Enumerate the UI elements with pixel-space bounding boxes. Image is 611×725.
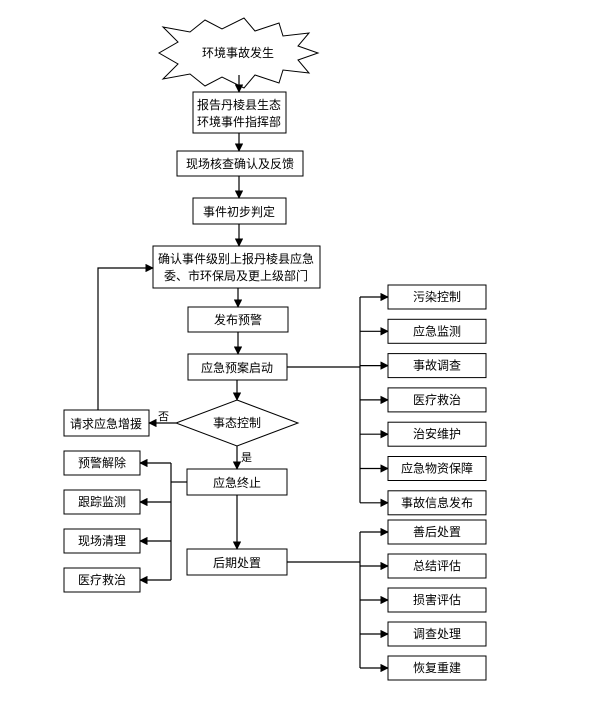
- response-action-label: 应急物资保障: [401, 461, 473, 476]
- aftermath-action-label: 总结评估: [413, 559, 461, 573]
- aftermath-action-5: 恢复重建: [387, 655, 487, 681]
- end-action-label: 医疗救治: [78, 572, 126, 587]
- report-node: 报告丹棱县生态 环境事件指挥部: [192, 91, 287, 134]
- warning-node: 发布预警: [187, 306, 289, 333]
- end-action-4: 医疗救治: [63, 567, 141, 593]
- response-action-label: 治安维护: [413, 426, 461, 441]
- end-action-label: 现场清理: [78, 534, 126, 548]
- plan-start-node: 应急预案启动: [187, 353, 288, 381]
- response-action-3: 事故调查: [387, 353, 487, 379]
- response-action-label: 医疗救治: [413, 392, 461, 407]
- judge-node: 事件初步判定: [192, 197, 287, 225]
- aftermath-action-label: 损害评估: [413, 592, 461, 607]
- end-action-1: 预警解除: [63, 450, 141, 476]
- control-node-label: 事态控制: [213, 416, 261, 430]
- warning-node-label: 发布预警: [214, 312, 262, 327]
- response-action-label: 应急监测: [413, 323, 461, 338]
- reinforce-node: 请求应急增援: [63, 409, 150, 437]
- end-node: 应急终止: [186, 468, 288, 496]
- response-action-2: 应急监测: [387, 318, 487, 344]
- response-action-label: 污染控制: [413, 289, 461, 304]
- response-action-4: 医疗救治: [387, 387, 487, 413]
- report-node-line1: 报告丹棱县生态: [197, 97, 281, 112]
- aftermath-action-label: 善后处置: [413, 524, 461, 539]
- aftermath-action-label: 恢复重建: [413, 661, 461, 675]
- end-action-2: 跟踪监测: [63, 489, 141, 515]
- verify-node-label: 现场核查确认及反馈: [186, 157, 294, 171]
- aftermath-node-label: 后期处置: [213, 556, 261, 570]
- no-label: 否: [158, 410, 169, 423]
- response-action-label: 事故信息发布: [401, 495, 473, 510]
- start-node-label: 环境事故发生: [202, 45, 274, 60]
- confirm-node-line1: 确认事件级别上报丹棱县应急: [158, 251, 314, 266]
- confirm-node: 确认事件级别上报丹棱县应急 委、市环保局及更上级部门: [152, 245, 321, 289]
- judge-node-label: 事件初步判定: [203, 204, 275, 219]
- confirm-node-line2: 委、市环保局及更上级部门: [164, 268, 308, 283]
- start-node: 环境事故发生: [158, 17, 320, 89]
- verify-node: 现场核查确认及反馈: [176, 150, 304, 177]
- aftermath-action-1: 善后处置: [387, 519, 487, 545]
- response-action-label: 事故调查: [413, 358, 461, 373]
- aftermath-action-label: 调查处理: [413, 627, 461, 641]
- end-action-label: 跟踪监测: [78, 495, 126, 509]
- aftermath-action-2: 总结评估: [387, 553, 487, 579]
- main-flow-connectors: [97, 75, 244, 550]
- aftermath-node: 后期处置: [186, 548, 288, 576]
- end-action-3: 现场清理: [63, 528, 141, 554]
- response-action-6: 应急物资保障: [387, 456, 487, 481]
- yes-label: 是: [241, 451, 252, 464]
- report-node-line2: 环境事件指挥部: [197, 114, 281, 129]
- plan-start-node-label: 应急预案启动: [201, 360, 273, 375]
- end-node-label: 应急终止: [213, 475, 261, 490]
- response-action-5: 治安维护: [387, 421, 487, 447]
- aftermath-action-3: 损害评估: [387, 587, 487, 613]
- control-node: 事态控制: [174, 399, 300, 447]
- aftermath-action-4: 调查处理: [387, 621, 487, 647]
- response-action-1: 污染控制: [387, 284, 487, 310]
- end-action-label: 预警解除: [78, 455, 126, 470]
- response-action-7: 事故信息发布: [387, 490, 487, 516]
- reinforce-node-label: 请求应急增援: [70, 416, 142, 431]
